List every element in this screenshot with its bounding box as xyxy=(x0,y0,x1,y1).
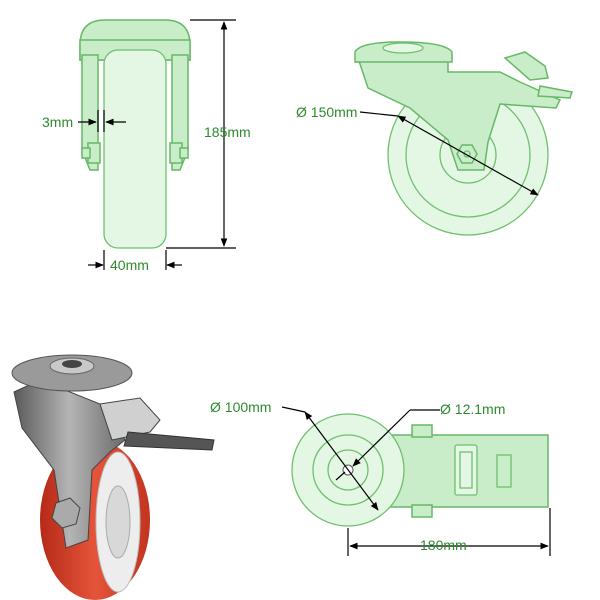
axle-label: 3mm xyxy=(42,114,73,130)
height-label: 185mm xyxy=(204,124,251,140)
side-view: Ø 150mm xyxy=(296,41,573,236)
wheel-diameter-label: Ø 150mm xyxy=(296,104,357,120)
caster-photo xyxy=(11,354,215,600)
top-view: Ø 100mm Ø 12.1mm 180mm xyxy=(210,399,551,556)
width-label: 40mm xyxy=(110,257,149,273)
front-view: 185mm 3mm 40mm xyxy=(42,19,251,273)
bolt-hole-label: Ø 12.1mm xyxy=(440,401,505,417)
plate-diameter-label: Ø 100mm xyxy=(210,399,271,415)
length-label: 180mm xyxy=(420,537,467,553)
